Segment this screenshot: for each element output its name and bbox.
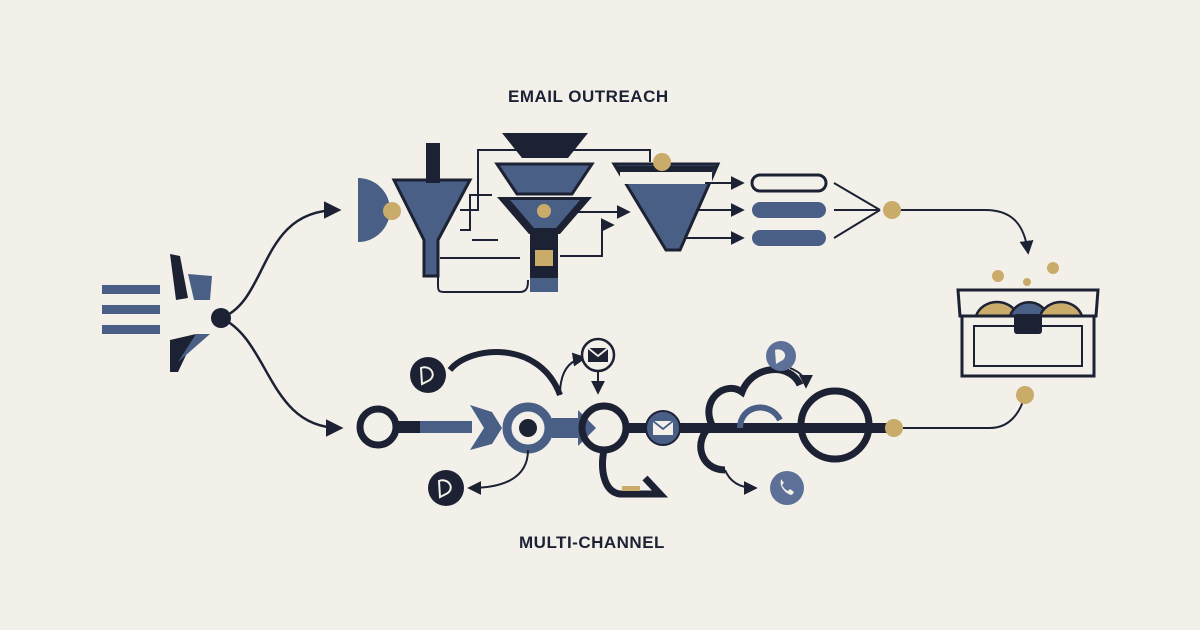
target-ring bbox=[502, 402, 554, 454]
main-channel-bar bbox=[626, 423, 888, 433]
funnel-stack bbox=[494, 133, 595, 292]
chat-icon-right bbox=[766, 341, 796, 371]
funnel-1 bbox=[391, 143, 473, 278]
arc-top-left bbox=[447, 349, 563, 397]
connector-loop-top bbox=[460, 149, 651, 211]
cloud-inner-arc bbox=[737, 404, 783, 429]
email-list-bars bbox=[750, 173, 828, 246]
source-shard-shapes bbox=[170, 254, 212, 372]
connector-loop-bottom bbox=[437, 258, 529, 293]
cloud-outline bbox=[697, 366, 804, 474]
half-circle-shape bbox=[358, 178, 390, 242]
email-outreach-label: EMAIL OUTREACH bbox=[508, 87, 669, 106]
connector-loop-mid bbox=[460, 194, 492, 231]
chevron-shape bbox=[470, 405, 502, 450]
connector-chat-right bbox=[789, 367, 813, 389]
connector-mid-right bbox=[560, 218, 615, 257]
connector-target-to-lower-chat bbox=[467, 449, 529, 495]
ring-node-right bbox=[797, 387, 873, 463]
connector-to-phone bbox=[724, 469, 758, 495]
gold-node-5 bbox=[1016, 386, 1034, 404]
mail-icon-middle bbox=[645, 410, 681, 446]
connector-bottom-to-destination bbox=[903, 397, 1025, 429]
source-menu-icon bbox=[102, 285, 160, 334]
elbow-connector bbox=[599, 449, 669, 498]
gold-node-2 bbox=[653, 153, 671, 171]
gold-node-3 bbox=[883, 201, 901, 219]
gold-node-1 bbox=[383, 202, 401, 220]
phone-icon bbox=[770, 471, 804, 505]
elbow-gold-bar bbox=[622, 486, 640, 491]
gold-node-4 bbox=[885, 419, 903, 437]
mail-icon-top bbox=[580, 337, 616, 373]
destination-box-icon bbox=[956, 262, 1100, 378]
multi-channel-label: MULTI-CHANNEL bbox=[519, 533, 665, 552]
connector-to-destination bbox=[901, 209, 1034, 255]
converge-lines bbox=[833, 182, 881, 239]
connector-to-multichannel bbox=[220, 316, 344, 437]
chat-icon-top-left bbox=[410, 357, 446, 393]
connector-to-email bbox=[220, 201, 342, 320]
ring-node-start bbox=[356, 405, 472, 449]
connector-arc-to-mail bbox=[559, 352, 587, 396]
chat-icon-bottom-left bbox=[428, 470, 464, 506]
